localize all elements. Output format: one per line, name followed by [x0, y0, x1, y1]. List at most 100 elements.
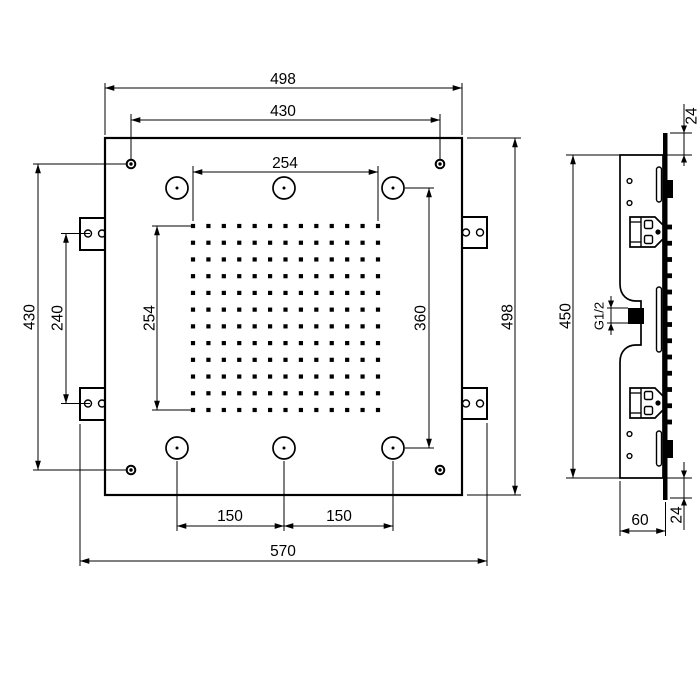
nozzle-dot [375, 407, 381, 413]
dim-label: 254 [141, 305, 158, 331]
screw-hole [125, 464, 137, 476]
nozzle-dot [206, 391, 211, 396]
nozzle-dot [221, 257, 226, 262]
nozzle-dot [237, 357, 242, 362]
nozzle-grid [190, 223, 381, 413]
screw-hole [125, 158, 137, 170]
nozzle-dot [375, 391, 381, 396]
nozzle-dot [267, 307, 273, 312]
dim-housing-depth: 60 [619, 481, 666, 536]
nozzle-dot [221, 290, 226, 296]
dim-panel-width-top: 498 [104, 71, 463, 135]
side-view: 450 24 G1/2 24 [557, 104, 700, 536]
nozzle-dot [221, 324, 226, 329]
nozzle-dot [283, 407, 288, 413]
nozzle-dot [329, 391, 334, 396]
slot-top [655, 166, 663, 203]
mounting-bracket-right-bottom [461, 387, 488, 420]
nozzle-dot [375, 223, 381, 229]
nozzle-dot [252, 240, 257, 245]
nozzle-tick [667, 338, 672, 344]
nozzle-dot [360, 223, 365, 229]
nozzle-dot [360, 357, 365, 362]
nozzle-dot [283, 391, 288, 396]
nozzle-dot [267, 257, 273, 262]
nozzle-dot [190, 240, 196, 245]
clamp-hole [643, 390, 654, 401]
housing-hole [626, 199, 633, 207]
dim-panel-height-right: 498 [467, 137, 521, 496]
led-hole [381, 176, 405, 200]
nozzle-dot [267, 324, 273, 329]
nozzle-dot [221, 223, 226, 229]
screw-hole [434, 464, 446, 476]
nozzle-dot [360, 257, 365, 262]
nozzle-dot [298, 374, 304, 379]
nozzle-dot [190, 324, 196, 329]
nozzle-dot [221, 307, 226, 312]
nozzle-dot [314, 290, 319, 296]
nozzle-dot [345, 290, 350, 296]
nozzle-dot [314, 324, 319, 329]
dim-grid-height: 254 [141, 225, 191, 411]
nozzle-dot [252, 274, 257, 279]
bracket-hole [461, 228, 471, 237]
nozzle-dot [283, 374, 288, 379]
dim-plate-overhang-top: 24 [663, 104, 700, 166]
nozzle-dot [298, 240, 304, 245]
nozzle-dot [190, 340, 196, 346]
nozzle-dot [206, 223, 211, 229]
nozzle-dot [252, 257, 257, 262]
dim-label: 498 [270, 71, 296, 88]
nozzle-dot [329, 257, 334, 262]
clamp-pin [655, 229, 661, 235]
nozzle-dot [206, 324, 211, 329]
nozzle-dot [329, 407, 334, 413]
nozzle-dot [375, 307, 381, 312]
nozzle-dot [314, 391, 319, 396]
nozzle-dot [345, 357, 350, 362]
screw-hole [434, 158, 446, 170]
dim-label: 240 [49, 305, 66, 331]
nozzle-dot [360, 391, 365, 396]
dim-label: 254 [272, 155, 298, 172]
clamp-hole [643, 405, 654, 416]
nozzle-dot [329, 223, 334, 229]
nozzle-dot [298, 391, 304, 396]
nozzle-dot [298, 357, 304, 362]
nozzle-dot [375, 240, 381, 245]
nozzle-dot [252, 324, 257, 329]
nozzle-dot [375, 324, 381, 329]
nozzle-dot [360, 290, 365, 296]
nozzle-dot [314, 240, 319, 245]
nozzle-dot [283, 257, 288, 262]
nozzle-dot [237, 257, 242, 262]
nozzle-dot [221, 340, 226, 346]
slot-bottom [655, 430, 663, 467]
nozzle-dot [314, 340, 319, 346]
face-bump-bottom [667, 440, 673, 458]
nozzle-dot [314, 357, 319, 362]
housing-hole [626, 430, 633, 438]
nozzle-dot [329, 324, 334, 329]
face-plate [663, 133, 668, 500]
nozzle-dot [206, 357, 211, 362]
nozzle-dot [237, 374, 242, 379]
spring-clamp-bottom [629, 387, 664, 419]
nozzle-dot [190, 257, 196, 262]
dim-label: G1/2 [592, 302, 607, 330]
nozzle-dot [345, 257, 350, 262]
housing-hole [626, 452, 633, 460]
nozzle-dot [267, 274, 273, 279]
nozzle-tick [667, 354, 672, 360]
nozzle-ticks [667, 224, 672, 425]
nozzle-dot [267, 340, 273, 346]
dim-housing-height: 450 [557, 154, 620, 479]
nozzle-dot [298, 324, 304, 329]
nozzle-dot [345, 374, 350, 379]
nozzle-dot [298, 274, 304, 279]
nozzle-dot [252, 357, 257, 362]
mounting-bracket-right-top [461, 216, 488, 249]
nozzle-dot [252, 374, 257, 379]
